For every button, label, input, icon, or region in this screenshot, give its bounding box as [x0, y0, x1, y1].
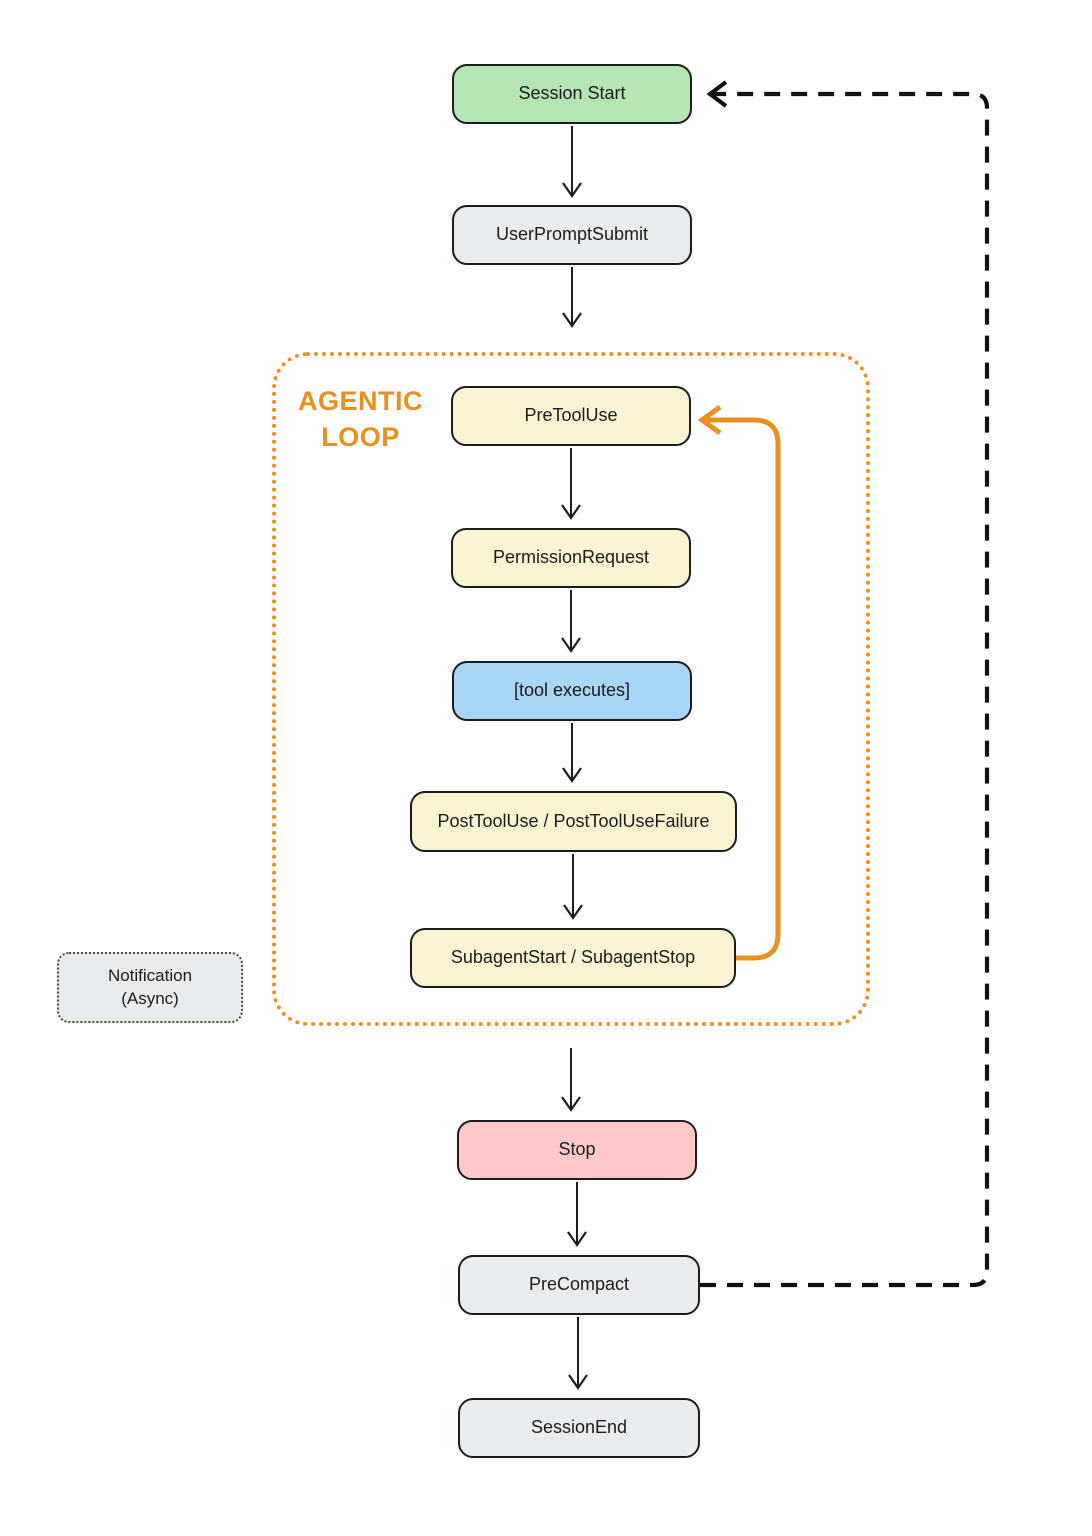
node-tool-executes: [tool executes]	[452, 661, 692, 721]
node-user-prompt-submit: UserPromptSubmit	[452, 205, 692, 265]
agentic-loop-label-line1: AGENTIC	[298, 386, 423, 416]
agentic-loop-label: AGENTIC LOOP	[283, 383, 438, 456]
node-permission-request: PermissionRequest	[451, 528, 691, 588]
node-notification-async: Notification (Async)	[57, 952, 243, 1023]
agentic-loop-frame	[272, 352, 870, 1026]
node-pre-compact: PreCompact	[458, 1255, 700, 1315]
node-pre-tool-use: PreToolUse	[451, 386, 691, 446]
notification-label-line1: Notification	[107, 966, 193, 986]
node-subagent: SubagentStart / SubagentStop	[410, 928, 736, 988]
node-post-tool-use: PostToolUse / PostToolUseFailure	[410, 791, 737, 852]
node-session-start: Session Start	[452, 64, 692, 124]
edge-subagent-to-pretooluse-loop	[702, 420, 781, 961]
node-stop: Stop	[457, 1120, 697, 1180]
notification-label-line2: (Async)	[121, 988, 179, 1008]
edge-precompact-to-sessionstart-dashed	[700, 80, 990, 1288]
agentic-loop-label-line2: LOOP	[321, 422, 400, 453]
node-session-end: SessionEnd	[458, 1398, 700, 1458]
